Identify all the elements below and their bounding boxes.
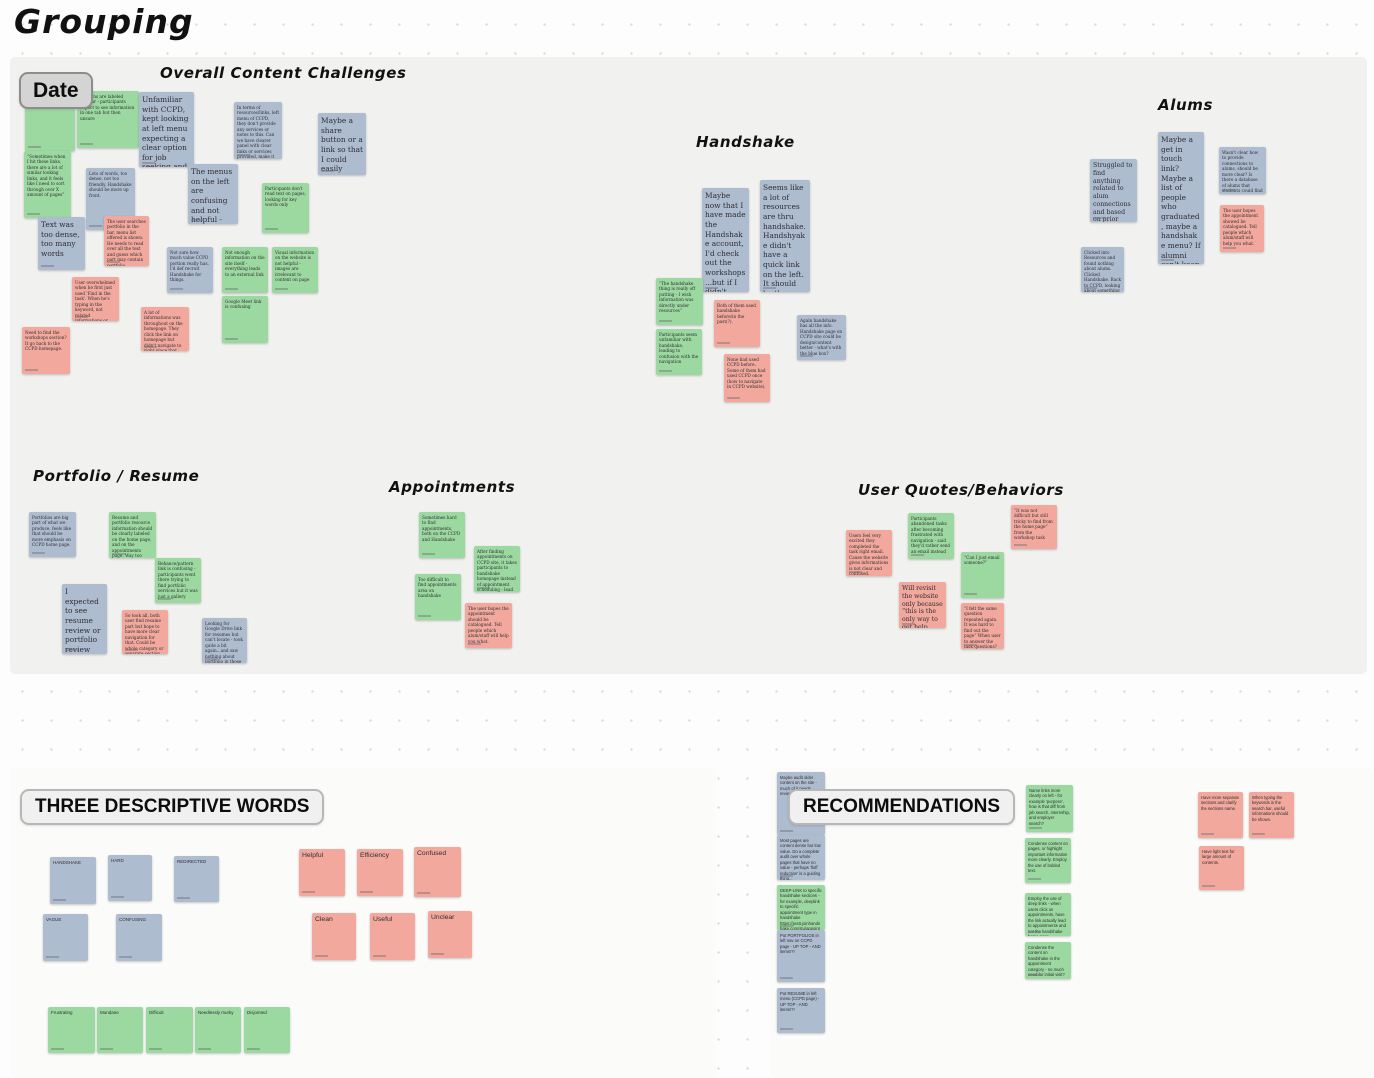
- sticky-note[interactable]: Needlessly murky: [195, 1007, 241, 1053]
- sticky-note[interactable]: HARD: [108, 855, 152, 901]
- sticky-note[interactable]: Again handshake has all the info. Handsh…: [797, 315, 846, 360]
- sticky-note[interactable]: Behance/pattern link is confusing - part…: [155, 558, 201, 603]
- sticky-note[interactable]: Users feel very excited they completed t…: [846, 530, 892, 576]
- sticky-note[interactable]: Maybe now that I have made the Handshake…: [702, 188, 749, 292]
- sticky-note[interactable]: VAGUE: [43, 914, 88, 961]
- group-heading[interactable]: Handshake: [696, 133, 795, 151]
- three-descriptive-words-title-pill[interactable]: THREE DESCRIPTIVE WORDS: [20, 789, 325, 825]
- sticky-note[interactable]: Portfolios are big part of what we produ…: [29, 512, 76, 557]
- sticky-note[interactable]: DEEP-LINK to specific handshake sections…: [777, 885, 825, 930]
- sticky-note[interactable]: “Can I just email someone?”: [961, 552, 1004, 598]
- sticky-note[interactable]: Helpful: [299, 849, 345, 896]
- group-heading[interactable]: Portfolio / Resume: [33, 467, 200, 485]
- group-heading[interactable]: Overall Content Challenges: [160, 64, 407, 82]
- sticky-note[interactable]: Need to find the workshops section? It g…: [22, 327, 70, 374]
- sticky-note[interactable]: Disjointed: [244, 1007, 290, 1053]
- sticky-note[interactable]: Resume and portfolio resource informatio…: [109, 512, 156, 558]
- group-heading[interactable]: User Quotes/Behaviors: [858, 481, 1064, 499]
- sticky-note[interactable]: After finding appointments on CCPD site,…: [474, 546, 520, 592]
- sticky-note[interactable]: Have more separate sections and clarify …: [1198, 792, 1243, 838]
- sticky-note[interactable]: Visual information on the website is not…: [272, 247, 318, 293]
- sticky-note[interactable]: Most pages are content dense but low val…: [777, 835, 825, 880]
- date-label-pill[interactable]: Date: [19, 72, 93, 109]
- sticky-note[interactable]: Google Meet link is confusing: [222, 296, 268, 343]
- sticky-note[interactable]: Name links more clearly on left - for ex…: [1026, 785, 1073, 832]
- sticky-note[interactable]: Mundane: [97, 1007, 143, 1053]
- sticky-note[interactable]: HANDSHAKE: [50, 857, 96, 904]
- sticky-note[interactable]: Frustrating: [48, 1007, 95, 1053]
- sticky-note[interactable]: Clicked into Resources and found nothing…: [1081, 247, 1124, 292]
- recommendations-title-pill[interactable]: RECOMMENDATIONS: [788, 789, 1016, 825]
- sticky-note[interactable]: Both of them used handshake before/in th…: [714, 300, 760, 347]
- group-heading[interactable]: Appointments: [389, 478, 516, 496]
- sticky-note[interactable]: Clean: [312, 913, 356, 960]
- sticky-note[interactable]: Confused: [414, 847, 461, 897]
- sticky-note[interactable]: Unclear: [428, 911, 472, 958]
- sticky-note[interactable]: Put RESUME in left menu (CCPD page) - UP…: [777, 988, 825, 1033]
- sticky-note[interactable]: Not enough information on the site itsel…: [222, 247, 268, 293]
- sticky-note[interactable]: Seems like a lot of resources are thru h…: [760, 180, 810, 292]
- sticky-note[interactable]: Condense the content on handshake in the…: [1025, 942, 1071, 979]
- sticky-note[interactable]: Looking for Google Drive link for resume…: [202, 618, 247, 663]
- sticky-note[interactable]: Have light text for large amount of cont…: [1199, 846, 1244, 890]
- sticky-note[interactable]: Struggled to find anything related to al…: [1090, 159, 1137, 222]
- sticky-note[interactable]: Condense content on pages, or highlight …: [1025, 838, 1071, 883]
- sticky-note[interactable]: Participants don't read text on pages, l…: [262, 183, 309, 233]
- sticky-note[interactable]: Participants seem unfamiliar with handsh…: [656, 329, 702, 375]
- sticky-note[interactable]: None had used CCPD before. Some of them …: [724, 354, 770, 402]
- sticky-note[interactable]: The user hopes the appointment should be…: [465, 603, 512, 648]
- sticky-note[interactable]: Useful: [370, 913, 415, 960]
- sticky-note[interactable]: The user hopes the appointment showed be…: [1220, 205, 1264, 252]
- sticky-note[interactable]: Maybe a get in touch link? Maybe a list …: [1158, 132, 1204, 264]
- sticky-note[interactable]: Will revisit the website only because “t…: [899, 582, 946, 628]
- sticky-note[interactable]: Too difficult to find appointments area …: [415, 574, 461, 620]
- page-title: Grouping: [14, 2, 194, 41]
- sticky-note[interactable]: So took all, both user find resume part …: [122, 610, 168, 654]
- sticky-note[interactable]: Wasn't clear how to provide connections …: [1219, 147, 1266, 194]
- sticky-note[interactable]: “The handshake thing is really off putti…: [656, 278, 703, 325]
- sticky-note[interactable]: Difficult: [146, 1007, 193, 1053]
- sticky-note[interactable]: Not sure how much value CCPD portion rea…: [167, 247, 213, 293]
- sticky-note[interactable]: REDIRECTED: [174, 856, 219, 902]
- sticky-note[interactable]: The menus on the left are confusing and …: [188, 164, 238, 224]
- sticky-note[interactable]: In terms of resources/links, left menu o…: [234, 102, 282, 159]
- sticky-note[interactable]: I expected to see resume review or portf…: [62, 584, 107, 654]
- sticky-note[interactable]: Participants abandoned tasks after becom…: [908, 513, 954, 559]
- sticky-note[interactable]: Unfamiliar with CCPD, kept looking at le…: [139, 92, 194, 167]
- sticky-note[interactable]: CONFUSING: [116, 914, 162, 961]
- sticky-note[interactable]: Text was too dense, too many words: [38, 217, 85, 270]
- group-heading[interactable]: Alums: [1158, 96, 1213, 114]
- sticky-note[interactable]: A lot of informations was throughout on …: [141, 307, 189, 351]
- sticky-note[interactable]: Put PORTFOLIOS in left nav on CCPD page …: [777, 930, 825, 982]
- sticky-note[interactable]: “It was not difficult but still tricky t…: [1011, 505, 1057, 549]
- sticky-note[interactable]: Employ the use of deep links - when user…: [1025, 893, 1071, 936]
- sticky-note[interactable]: Maybe a share button or a link so that I…: [318, 113, 366, 175]
- sticky-note[interactable]: The user searches portfolio in the bar, …: [104, 216, 149, 266]
- sticky-note[interactable]: “I felt the same question repeated again…: [961, 603, 1004, 649]
- sticky-note[interactable]: When typing the keywords in the search b…: [1249, 792, 1294, 838]
- sticky-note[interactable]: Efficiency: [357, 849, 403, 896]
- sticky-note[interactable]: User overwhelmed when he first just used…: [72, 277, 119, 321]
- sticky-note[interactable]: “Sometimes when I hit these links, there…: [24, 151, 71, 218]
- sticky-note[interactable]: Sometimes hard to find appointments, bot…: [419, 512, 465, 558]
